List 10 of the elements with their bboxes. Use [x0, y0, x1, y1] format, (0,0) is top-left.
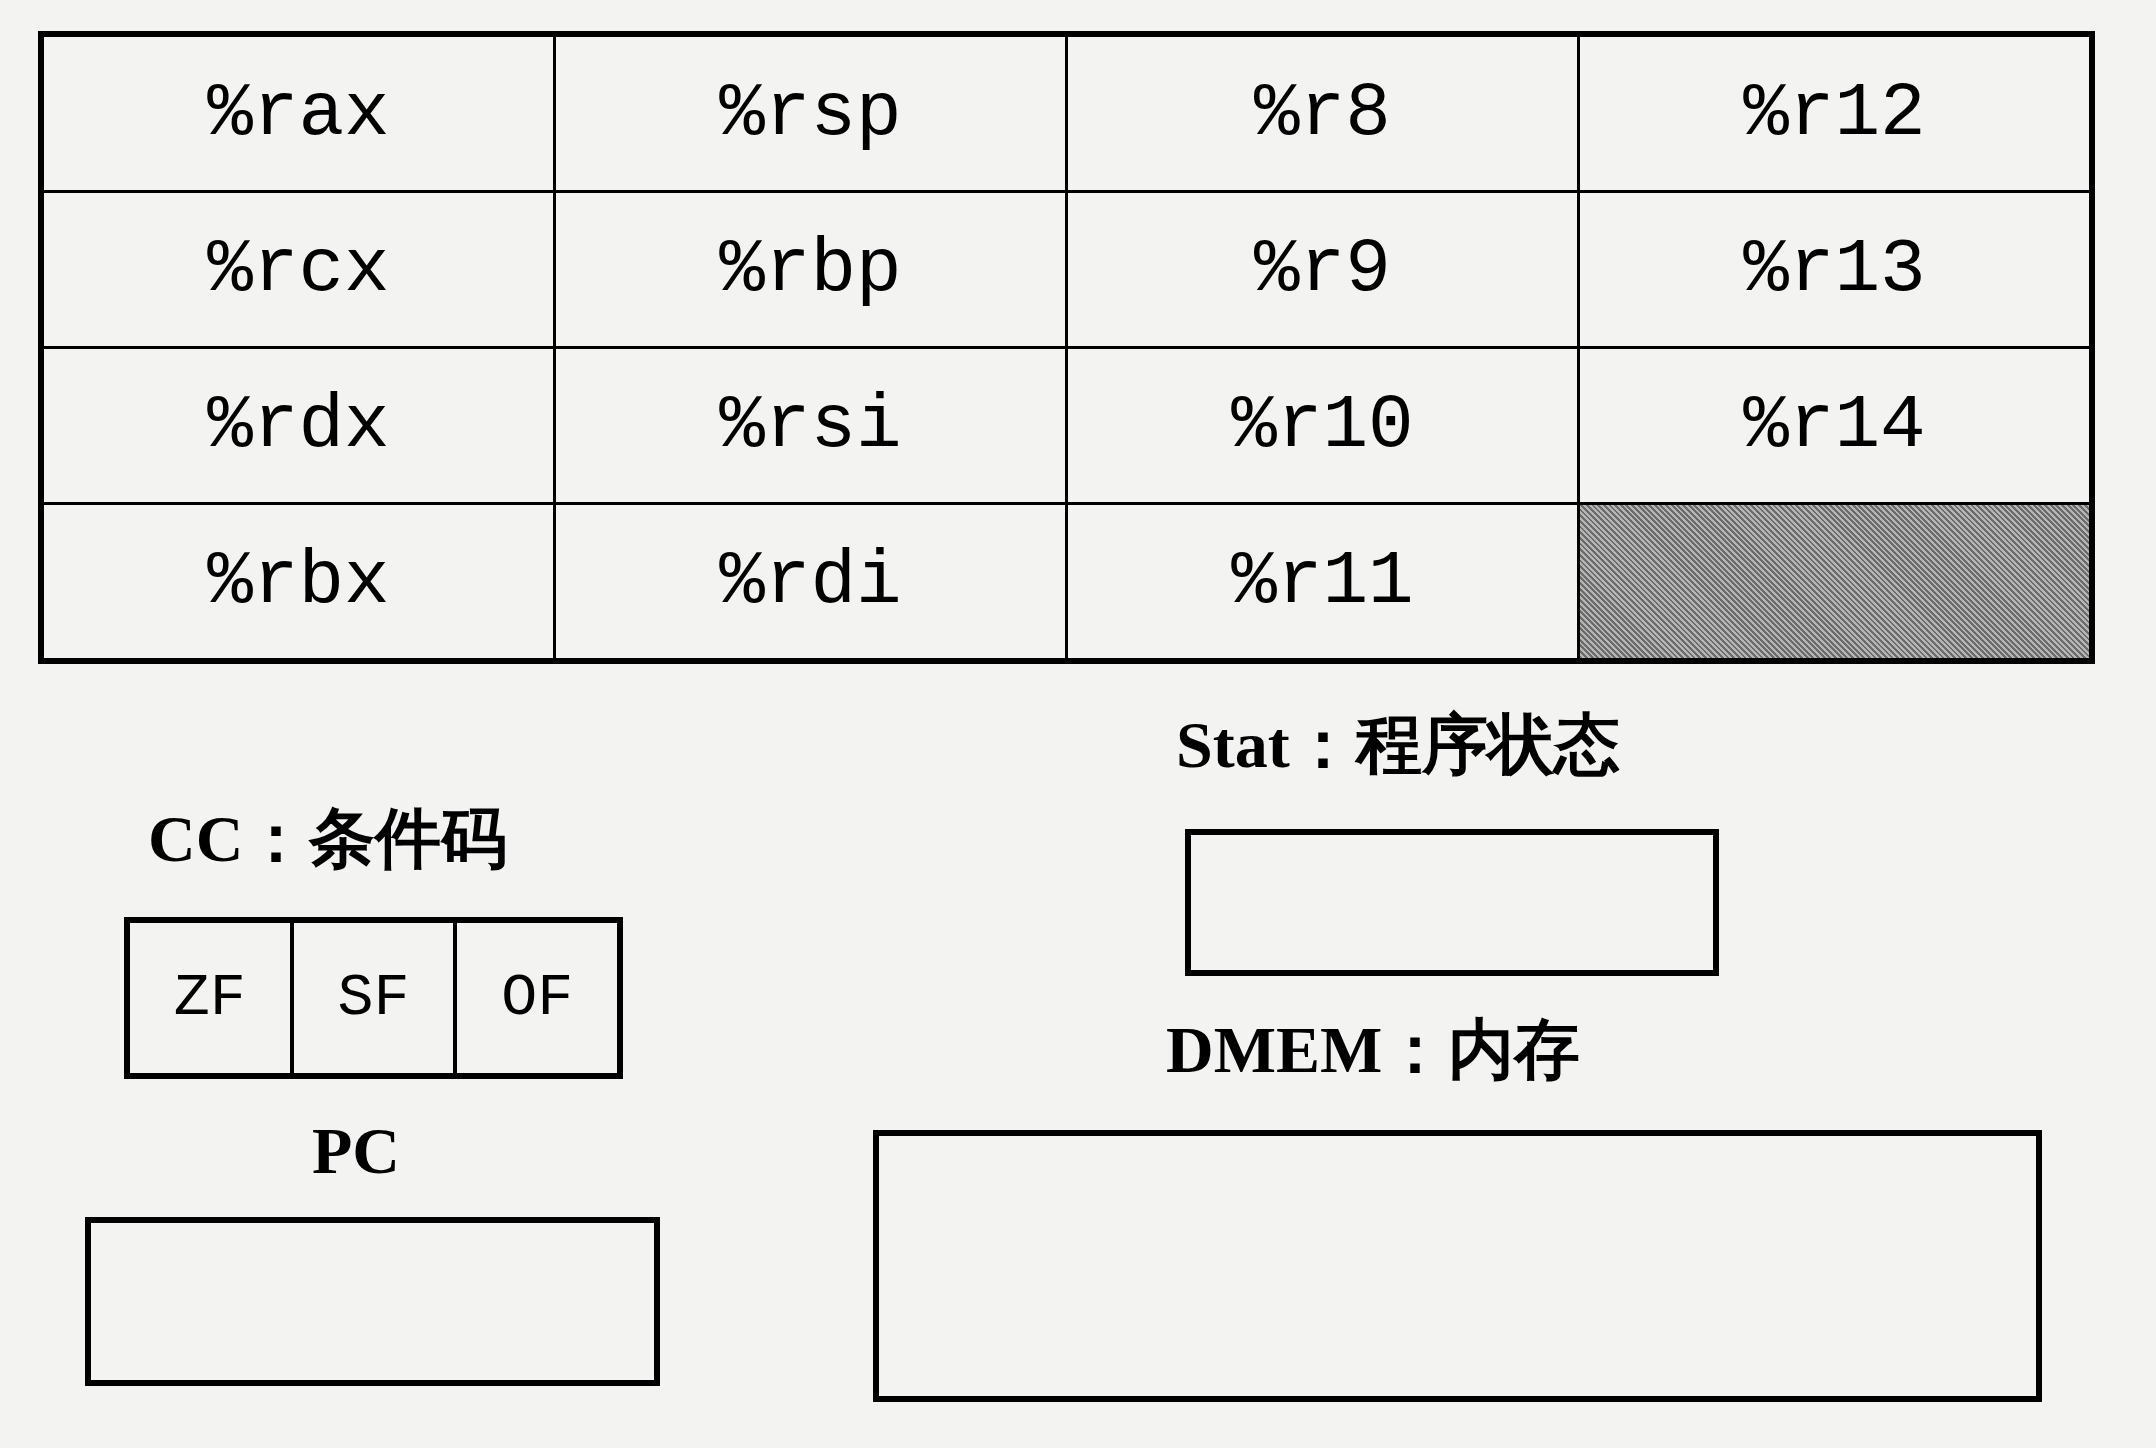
- register-cell: %rax: [41, 34, 556, 193]
- heading: PC: [312, 1118, 400, 1184]
- shaded-cell: [1577, 502, 2092, 661]
- register-cell: %r12: [1577, 34, 2092, 193]
- flag-cell: SF: [293, 923, 458, 1073]
- register-cell: %rbx: [41, 502, 556, 661]
- flag-cell: OF: [457, 923, 617, 1073]
- flag-cell: ZF: [130, 923, 294, 1073]
- heading: DMEM：内存: [1166, 1017, 1581, 1083]
- heading: CC：条件码: [148, 806, 508, 872]
